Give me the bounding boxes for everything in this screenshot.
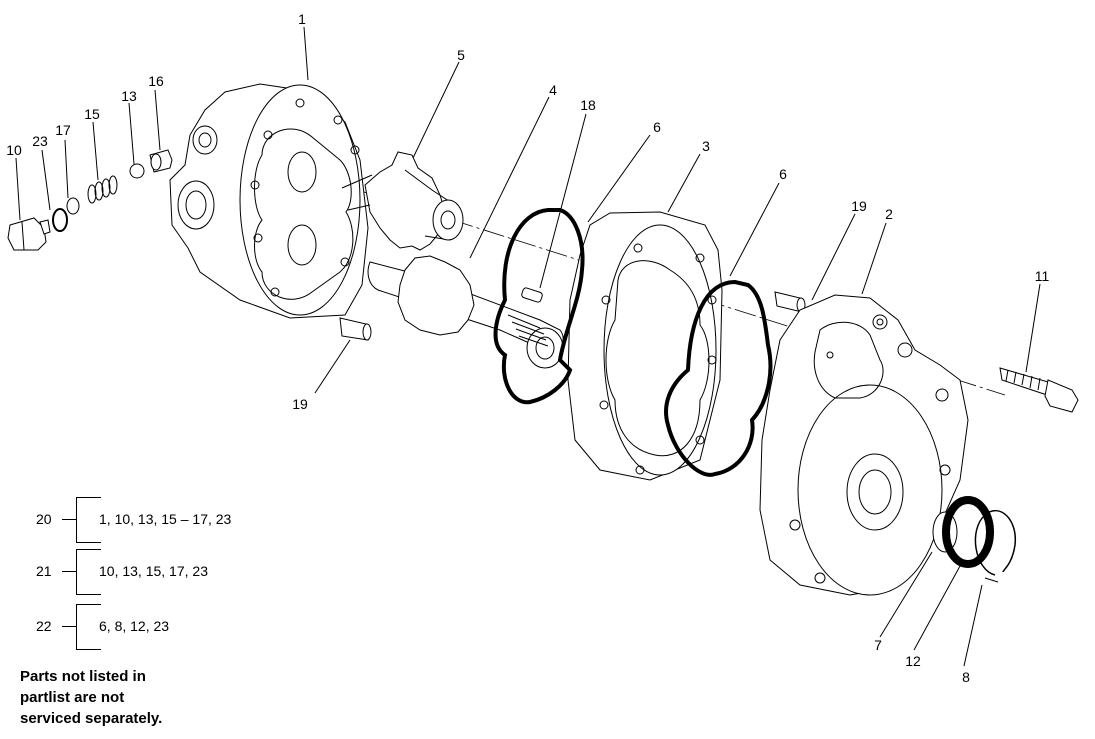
dowel-pin-left (339, 317, 372, 341)
o-ring-right (664, 279, 773, 477)
kit-row-21: 21 10, 13, 15, 17, 23 (36, 549, 296, 595)
callout-1: 1 (298, 11, 306, 27)
leader-lines (15, 26, 1041, 667)
o-ring-left (493, 208, 585, 405)
kit-id: 20 (36, 511, 52, 527)
callout-23: 23 (32, 133, 48, 149)
relief-ball (129, 163, 145, 179)
note-line: serviced separately. (20, 710, 163, 727)
note-line: partlist are not (20, 689, 125, 706)
callout-17: 17 (55, 122, 71, 138)
kit-parts: 6, 8, 12, 23 (99, 618, 170, 634)
kit-tick (62, 519, 76, 520)
small-washer (66, 197, 80, 215)
service-note: Parts not listed in partlist are not ser… (20, 666, 250, 729)
kit-bracket (76, 549, 101, 595)
callout-6-right: 6 (779, 166, 787, 182)
o-ring-small (52, 208, 68, 232)
plug (7, 217, 51, 251)
cap-screw (999, 367, 1079, 413)
callout-8: 8 (962, 669, 970, 685)
kit-parts: 1, 10, 13, 15 – 17, 23 (99, 511, 232, 527)
callout-3: 3 (702, 138, 710, 154)
kit-row-20: 20 1, 10, 13, 15 – 17, 23 (36, 497, 296, 543)
relief-spring (87, 175, 118, 204)
shaft-seal (942, 496, 994, 568)
kit-parts: 10, 13, 15, 17, 23 (99, 563, 208, 579)
callout-19-left: 19 (292, 396, 308, 412)
kit-row-22: 22 6, 8, 12, 23 (36, 604, 296, 650)
callout-5: 5 (457, 47, 465, 63)
retaining-ring (974, 509, 1017, 576)
kit-tick (62, 626, 76, 627)
gear-housing-body (567, 211, 723, 481)
front-housing (169, 83, 369, 319)
driven-gear-shaft (367, 255, 564, 369)
callout-12: 12 (905, 653, 921, 669)
callout-18: 18 (580, 97, 596, 113)
kit-bracket (76, 497, 101, 543)
callout-6-left: 6 (653, 119, 661, 135)
kit-tick (62, 571, 76, 572)
callout-16: 16 (148, 73, 164, 89)
callout-11: 11 (1034, 268, 1050, 284)
shaft-key (521, 287, 543, 303)
drive-gear (341, 151, 464, 251)
callout-2: 2 (885, 206, 893, 222)
callout-13: 13 (121, 88, 137, 104)
dowel-pin-right (774, 291, 806, 313)
callout-19-right: 19 (851, 198, 867, 214)
note-line: Parts not listed in (20, 668, 146, 685)
callout-7: 7 (874, 637, 882, 653)
kit-id: 21 (36, 563, 52, 579)
kit-bracket (76, 604, 101, 650)
callout-15: 15 (84, 106, 100, 122)
rear-cover (759, 294, 969, 596)
callout-10: 10 (6, 142, 22, 158)
relief-seat (149, 149, 173, 173)
kit-id: 22 (36, 618, 52, 634)
callout-4: 4 (549, 82, 557, 98)
